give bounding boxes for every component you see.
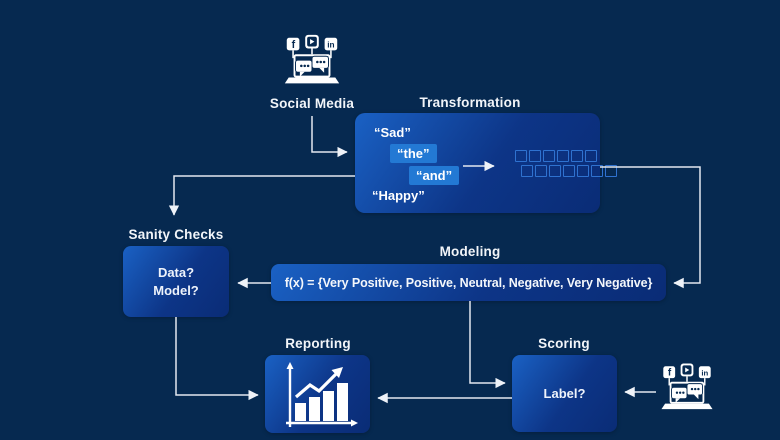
word-sad: “Sad” xyxy=(374,125,411,140)
scoring-title: Scoring xyxy=(538,336,590,351)
token-cell xyxy=(549,165,561,177)
token-cell xyxy=(515,150,527,162)
svg-text:in: in xyxy=(327,40,334,49)
social-media-cluster-icon: f in xyxy=(661,363,713,410)
sanity-checks-box: Data? Model? xyxy=(123,246,229,317)
token-cell xyxy=(571,150,583,162)
modeling-formula: f(x) = {Very Positive, Positive, Neutral… xyxy=(284,275,653,290)
sanity-checks-title: Sanity Checks xyxy=(128,227,224,242)
token-cell xyxy=(577,165,589,177)
svg-text:f: f xyxy=(668,368,672,379)
monitor-outline xyxy=(293,54,331,78)
connector-sanity-to-reporting xyxy=(175,317,259,401)
token-grid-row-2 xyxy=(521,165,617,177)
scoring-label-text: Label? xyxy=(543,386,586,401)
linkedin-icon xyxy=(698,366,711,379)
chat-bubbles-icon xyxy=(671,383,703,403)
chat-bubbles-icon xyxy=(295,55,329,77)
social-media-label: Social Media xyxy=(269,96,355,111)
token-cell xyxy=(543,150,555,162)
facebook-icon xyxy=(286,37,300,51)
sanity-line-model: Model? xyxy=(153,283,199,298)
token-grid-row-1 xyxy=(515,150,597,162)
word-and-chip: “and” xyxy=(409,166,460,185)
connector-transformation-to-sanity xyxy=(168,175,355,216)
social-media-cluster-icon: f in xyxy=(284,34,340,84)
token-cell xyxy=(563,165,575,177)
reporting-title: Reporting xyxy=(285,336,351,351)
word-the-chip: “the” xyxy=(390,144,437,163)
connector-social-to-transformation xyxy=(311,116,348,158)
laptop-base xyxy=(284,77,340,84)
svg-text:f: f xyxy=(292,39,296,51)
svg-text:in: in xyxy=(701,368,708,377)
transformation-title: Transformation xyxy=(419,95,521,110)
reporting-box xyxy=(265,355,370,433)
token-cell xyxy=(557,150,569,162)
word-happy: “Happy” xyxy=(372,188,425,203)
token-cell xyxy=(535,165,547,177)
token-cell xyxy=(529,150,541,162)
social-media-icon-bottom: f in xyxy=(656,360,718,420)
linkedin-icon xyxy=(324,37,338,51)
facebook-icon xyxy=(663,366,676,379)
token-cell xyxy=(585,150,597,162)
token-cell xyxy=(521,165,533,177)
modeling-box: f(x) = {Very Positive, Positive, Neutral… xyxy=(271,264,666,301)
transformation-box: “Sad” “the” “and” “Happy” xyxy=(355,113,617,213)
token-cell xyxy=(591,165,603,177)
scoring-box: Label? xyxy=(512,355,617,432)
bar-chart-icon xyxy=(286,362,358,427)
social-media-icon-top: f in xyxy=(279,31,345,95)
sanity-line-data: Data? xyxy=(157,265,195,280)
token-cell xyxy=(605,165,617,177)
modeling-title: Modeling xyxy=(439,244,501,259)
